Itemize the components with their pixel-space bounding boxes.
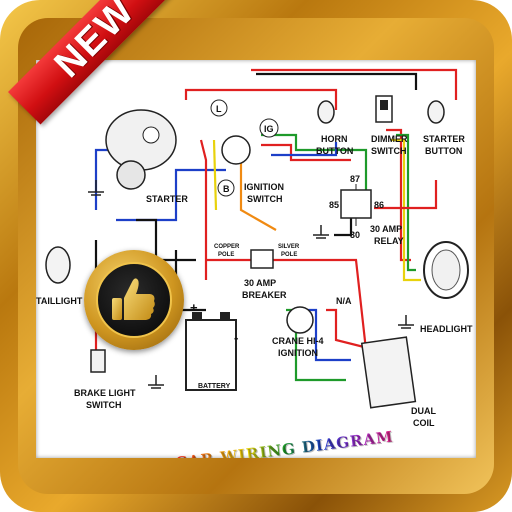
- label-horn: HORN: [321, 134, 348, 144]
- starter-motor: [105, 109, 177, 190]
- wire-blue-crane: [306, 308, 351, 362]
- relay: [340, 184, 372, 226]
- label-battery: BATTERY: [198, 383, 231, 390]
- dual-coil: [360, 336, 417, 409]
- battery: [185, 312, 237, 391]
- ignition-switch: [210, 99, 279, 197]
- wire-red-mid: [199, 139, 208, 280]
- wire-blue-horn: [271, 142, 338, 157]
- label-breaker: BREAKER: [242, 290, 287, 300]
- label-dimmer: DIMMER: [371, 134, 408, 144]
- wire-red-dimmer: [386, 128, 411, 262]
- wire-red-horn: [184, 88, 338, 110]
- wire-black-top: [256, 72, 418, 90]
- label-dual-coil: COIL: [413, 418, 435, 428]
- label-brake: BRAKE LIGHT: [74, 388, 136, 398]
- label-relay-amp: 30 AMP: [370, 224, 402, 234]
- label-ignition-switch: SWITCH: [247, 194, 283, 204]
- label-headlight: HEADLIGHT: [420, 324, 473, 334]
- breaker: [250, 249, 274, 269]
- wire-red-relay: [261, 143, 351, 162]
- thumbs-up-icon: [112, 278, 155, 320]
- label-relay-86: 86: [374, 200, 384, 210]
- wire-yellow-mid: [212, 139, 218, 211]
- label-relay-87: 87: [350, 174, 360, 184]
- label-dual: DUAL: [411, 406, 436, 416]
- label-crane-ignition: IGNITION: [278, 348, 318, 358]
- starter-button: [427, 100, 445, 124]
- wire-green-relay: [261, 133, 368, 200]
- label-na: N/A: [336, 296, 352, 306]
- label-starter-btn: STARTER: [423, 134, 465, 144]
- label-brake-switch: SWITCH: [86, 400, 122, 410]
- horn-button: [317, 100, 335, 124]
- thumbs-up-badge-inner: [96, 262, 172, 338]
- label-copper-pole: POLE: [218, 252, 234, 258]
- label-copper: COPPER: [214, 244, 240, 250]
- wire-green-dimmer: [396, 133, 416, 272]
- label-ignition: IGNITION: [244, 182, 284, 192]
- wire-red-breaker: [206, 258, 368, 351]
- label-breaker-amp: 30 AMP: [244, 278, 276, 288]
- label-relay-30: 30: [350, 230, 360, 240]
- wiring-diagram: STARTER L IG B IGNITION SWITCH HORN BUTT…: [36, 68, 473, 428]
- label-terminal-ig: IG: [264, 124, 274, 134]
- label-dimmer-switch: SWITCH: [371, 146, 407, 156]
- label-terminal-b: B: [223, 184, 230, 194]
- brake-light-switch: [90, 349, 106, 373]
- label-silver: SILVER: [278, 244, 300, 250]
- wiring-diagram-board: STARTER L IG B IGNITION SWITCH HORN BUTT…: [36, 60, 476, 458]
- crane-ignition: [286, 306, 314, 334]
- headlight: [423, 241, 469, 299]
- label-starter-button: BUTTON: [425, 146, 462, 156]
- wire-yellow-dimmer: [391, 138, 421, 282]
- label-silver-pole: POLE: [281, 252, 297, 258]
- label-relay: RELAY: [374, 236, 404, 246]
- label-relay-85: 85: [329, 200, 339, 210]
- label-minus: -: [234, 330, 238, 345]
- wire-red-top: [251, 68, 458, 100]
- ground-symbols: [88, 180, 414, 389]
- wire-red-starter: [374, 180, 438, 210]
- label-terminal-l: L: [216, 104, 222, 114]
- taillight: [45, 246, 71, 284]
- wire-orange-mid: [226, 153, 277, 231]
- label-horn-button: BUTTON: [316, 146, 353, 156]
- thumbs-up-badge: [84, 250, 184, 350]
- label-plus: +: [190, 300, 198, 315]
- label-starter: STARTER: [146, 194, 188, 204]
- wire-black-start: [136, 218, 196, 262]
- dimmer-switch: [375, 95, 393, 123]
- label-taillight: TAILLIGHT: [36, 296, 83, 306]
- label-crane: CRANE HI-4: [272, 336, 324, 346]
